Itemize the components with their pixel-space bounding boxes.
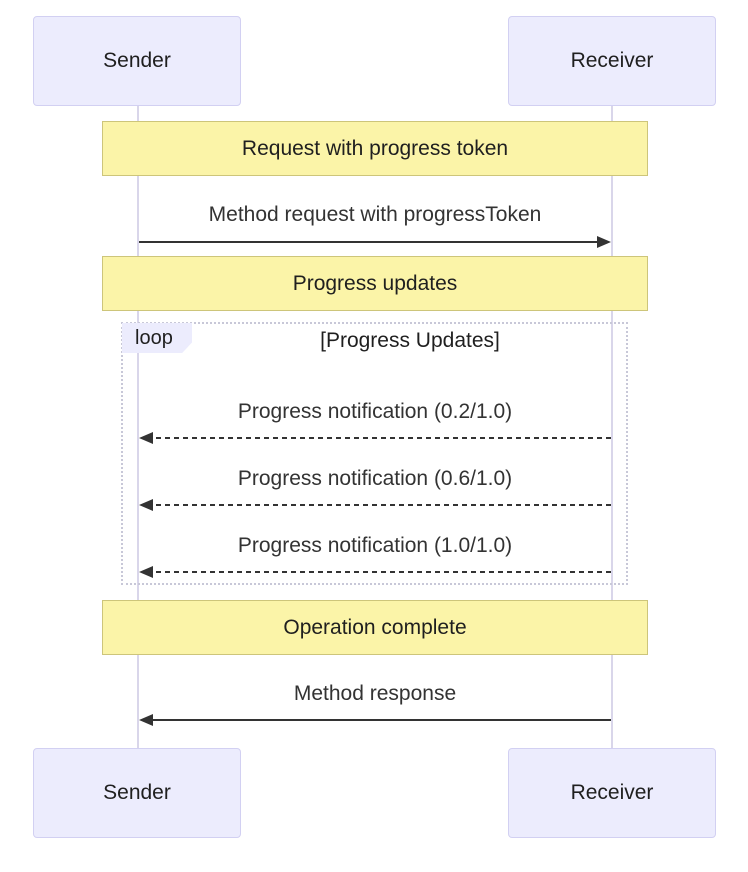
receiver-lifeline <box>611 106 613 750</box>
message-label-response: Method response <box>293 682 457 705</box>
arrowhead-progress-3 <box>139 566 153 578</box>
receiver-actor-label-bottom: Receiver <box>570 781 654 804</box>
note-progress[interactable]: Progress updates <box>102 256 648 311</box>
note-complete-text: Operation complete <box>283 615 467 639</box>
receiver-actor-top[interactable]: Receiver <box>508 16 716 106</box>
arrowhead-progress-1 <box>139 432 153 444</box>
loop-tag: loop <box>122 323 192 353</box>
sender-lifeline <box>137 106 139 750</box>
note-progress-text: Progress updates <box>292 271 458 295</box>
note-request[interactable]: Request with progress token <box>102 121 648 176</box>
message-label-request: Method request with progressToken <box>208 203 542 226</box>
arrowhead-response <box>139 714 153 726</box>
sender-actor-label: Sender <box>103 49 171 72</box>
loop-condition: [Progress Updates] <box>320 329 500 352</box>
loop-keyword: loop <box>135 326 173 349</box>
sender-actor-label-bottom: Sender <box>103 781 171 804</box>
note-request-text: Request with progress token <box>241 136 509 160</box>
message-label-progress-1: Progress notification (0.2/1.0) <box>237 400 513 423</box>
note-complete[interactable]: Operation complete <box>102 600 648 655</box>
receiver-actor-label: Receiver <box>570 49 654 72</box>
message-label-progress-3: Progress notification (1.0/1.0) <box>237 534 513 557</box>
arrowhead-progress-2 <box>139 499 153 511</box>
receiver-actor-bottom[interactable]: Receiver <box>508 748 716 838</box>
sender-actor-bottom[interactable]: Sender <box>33 748 241 838</box>
sender-actor-top[interactable]: Sender <box>33 16 241 106</box>
arrowhead-request <box>597 236 611 248</box>
message-label-progress-2: Progress notification (0.6/1.0) <box>237 467 513 490</box>
loop-frame <box>121 322 628 585</box>
